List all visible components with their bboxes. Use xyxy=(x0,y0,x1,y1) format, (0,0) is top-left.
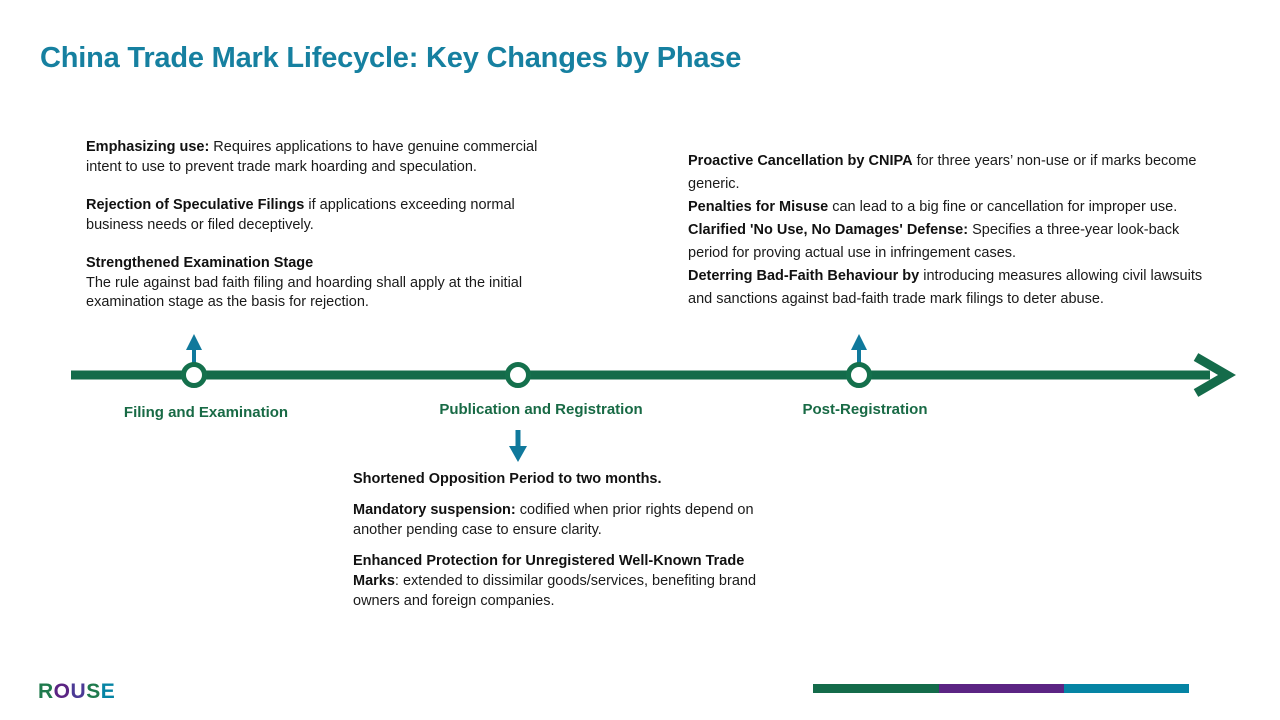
paragraph-lead: Deterring Bad-Faith Behaviour by xyxy=(688,268,920,284)
timeline-marker-publication xyxy=(505,362,531,388)
paragraph-spacer xyxy=(353,540,793,551)
paragraph-lead: Penalties for Misuse xyxy=(688,199,829,215)
paragraph-lead: Shortened Opposition Period to two month… xyxy=(353,471,662,487)
footer-bar-teal xyxy=(1064,684,1189,693)
paragraph-mandatory-suspension: Mandatory suspension: codified when prio… xyxy=(353,500,793,540)
paragraph-lead: Mandatory suspension: xyxy=(353,502,516,518)
paragraph-body: if applications exceeding normal busines… xyxy=(86,197,515,233)
phase-label-filing-and-examination: Filing and Examination xyxy=(123,404,289,421)
paragraph-strengthened-examination-detail: The rule against bad faith filing and ho… xyxy=(86,274,546,313)
paragraph-clarified-no-use-no-damages: Clarified 'No Use, No Damages' Defense: … xyxy=(688,219,1203,265)
paragraph-lead: Strengthened Examination Stage xyxy=(86,255,314,271)
paragraph-strengthened-examination-stage: Strengthened Examination Stage xyxy=(86,254,546,274)
paragraph-body: The rule against bad faith filing and ho… xyxy=(86,274,523,311)
paragraph-spacer xyxy=(86,235,546,254)
text-block-publication-and-registration: Shortened Opposition Period to two month… xyxy=(353,469,793,611)
connector-arrow-up-postreg xyxy=(851,334,867,350)
footer-bar-green xyxy=(813,684,939,693)
logo-letter-r: R xyxy=(38,680,54,703)
logo-letter-o: O xyxy=(53,680,71,703)
logo-letter-u: U xyxy=(70,680,87,703)
paragraph-lead: Emphasizing use: xyxy=(86,139,210,155)
timeline-marker-postregistration xyxy=(846,362,872,388)
logo-letter-s: S xyxy=(86,680,101,703)
timeline-end-arrow-icon xyxy=(1193,353,1236,397)
paragraph-body: can lead to a big fine or cancellation f… xyxy=(828,199,1178,215)
page-title: China Trade Mark Lifecycle: Key Changes … xyxy=(40,42,742,74)
paragraph-lead: Clarified 'No Use, No Damages' Defense: xyxy=(688,222,969,238)
connector-arrow-down-publication xyxy=(509,446,527,462)
paragraph-proactive-cancellation: Proactive Cancellation by CNIPA for thre… xyxy=(688,150,1203,196)
paragraph-enhanced-protection-well-known-marks: Enhanced Protection for Unregistered Wel… xyxy=(353,551,793,611)
paragraph-spacer xyxy=(86,177,546,196)
paragraph-body: Specifies a three-year look-back period … xyxy=(688,222,1180,261)
text-block-post-registration: Proactive Cancellation by CNIPA for thre… xyxy=(688,150,1203,311)
paragraph-body: for three years’ non-use or if marks bec… xyxy=(688,153,1197,192)
paragraph-body: : extended to dissimilar goods/services,… xyxy=(353,573,757,609)
paragraph-body: Requires applications to have genuine co… xyxy=(86,139,538,175)
text-block-filing-and-examination: Emphasizing use: Requires applications t… xyxy=(86,138,546,313)
paragraph-penalties-for-misuse: Penalties for Misuse can lead to a big f… xyxy=(688,196,1203,219)
footer-bar-purple xyxy=(939,684,1064,693)
connector-arrow-up-filing xyxy=(186,334,202,350)
paragraph-lead: Enhanced Protection for Unregistered Wel… xyxy=(353,553,745,589)
timeline-marker-filing xyxy=(181,362,207,388)
paragraph-rejection-of-speculative-filings: Rejection of Speculative Filings if appl… xyxy=(86,196,546,235)
paragraph-deterring-bad-faith-behaviour: Deterring Bad-Faith Behaviour by introdu… xyxy=(688,265,1203,311)
paragraph-emphasizing-use: Emphasizing use: Requires applications t… xyxy=(86,138,546,177)
paragraph-lead: Proactive Cancellation by CNIPA xyxy=(688,153,913,169)
paragraph-shortened-opposition-period: Shortened Opposition Period to two month… xyxy=(353,469,793,489)
paragraph-body: introducing measures allowing civil laws… xyxy=(688,268,1203,307)
paragraph-lead: Rejection of Speculative Filings xyxy=(86,197,305,213)
logo-letter-e: E xyxy=(100,680,116,703)
paragraph-spacer xyxy=(353,489,793,500)
paragraph-body: codified when prior rights depend on ano… xyxy=(353,502,754,538)
rouse-logo: ROUSE xyxy=(38,681,115,703)
phase-label-publication-and-registration: Publication and Registration xyxy=(439,401,643,418)
phase-label-post-registration: Post-Registration xyxy=(802,401,928,418)
